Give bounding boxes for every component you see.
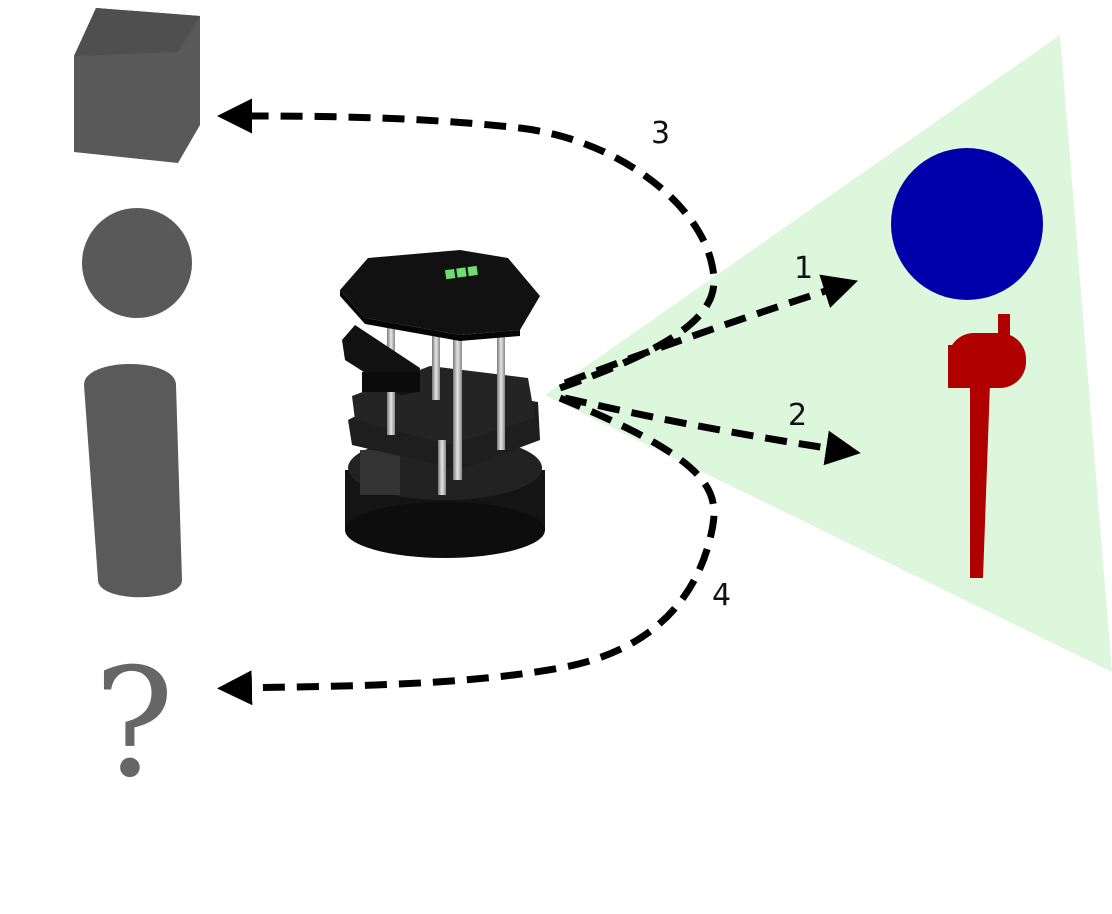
arrow-label-4: 4	[712, 578, 731, 613]
red-mailbox-shape	[948, 314, 1026, 578]
arrow-label-2: 2	[788, 398, 807, 433]
sphere-shape	[82, 208, 192, 318]
cylinder-shape	[84, 364, 182, 598]
arrow-4	[217, 394, 718, 706]
arrow-label-3: 3	[651, 116, 670, 151]
robot-logo: ■■■	[443, 262, 479, 281]
turtlebot-robot: ■■■	[340, 250, 545, 558]
arrow-3	[217, 98, 718, 392]
arrow-2	[564, 394, 861, 466]
arrow-label-1: 1	[794, 251, 813, 286]
cube-shape	[74, 8, 200, 163]
field-of-view-cone	[545, 35, 1112, 672]
blue-sphere-shape	[891, 148, 1043, 300]
unknown-object-symbol: ?	[94, 637, 174, 811]
